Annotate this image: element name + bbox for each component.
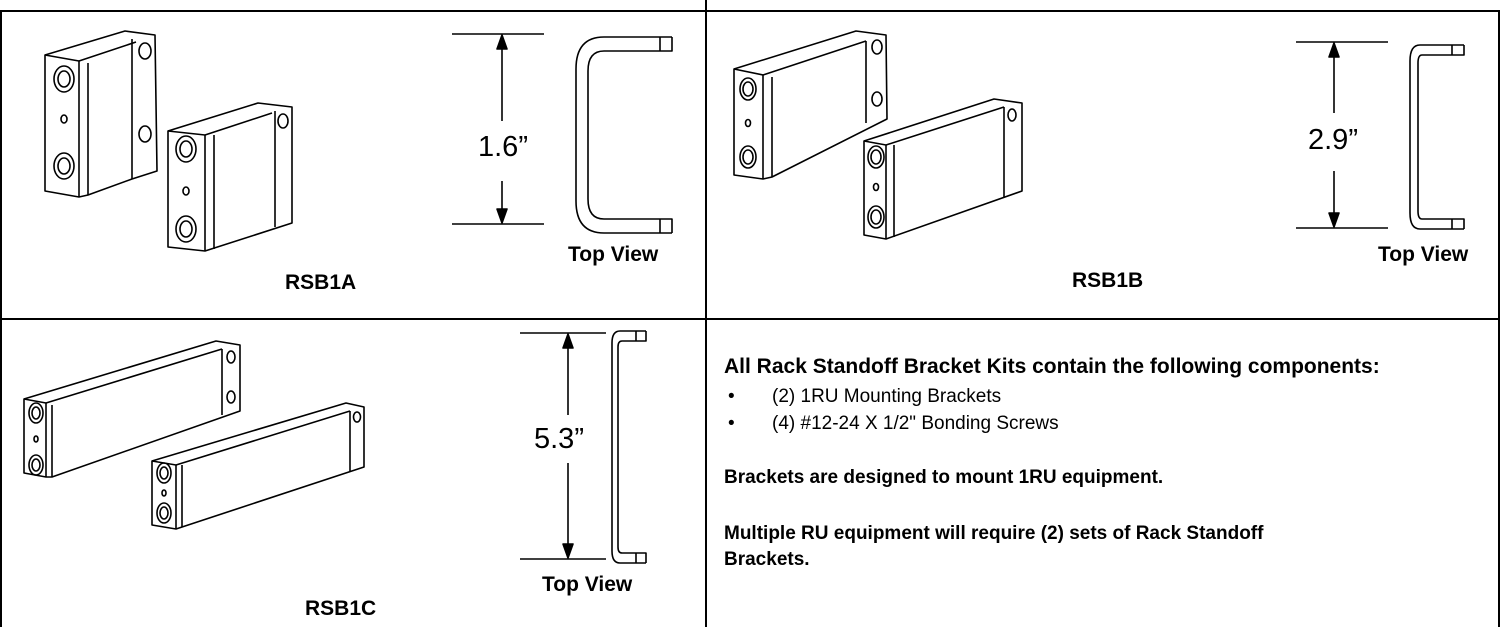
list-item: • (4) #12-24 X 1/2" Bonding Screws (724, 410, 1484, 437)
panel-rsb1c: 5.3” Top View RSB1C (0, 319, 706, 627)
list-item-text: (2) 1RU Mounting Brackets (772, 386, 1002, 407)
list-item-text: (4) #12-24 X 1/2" Bonding Screws (772, 413, 1059, 434)
components-list: • (2) 1RU Mounting Brackets • (4) #12-24 X… (724, 383, 1484, 437)
rsb1b-dimension: 2.9” (1308, 124, 1358, 156)
rsb1c-dimension: 5.3” (534, 423, 584, 455)
kit-contents-notes: All Rack Standoff Bracket Kits contain t… (724, 355, 1484, 571)
bullet: • (728, 413, 735, 434)
rsb1b-bracket-drawing (733, 30, 1465, 240)
list-item: • (2) 1RU Mounting Brackets (724, 383, 1484, 410)
notes-line-2b: Brackets. (724, 549, 810, 570)
rsb1a-label: RSB1A (285, 271, 357, 294)
rsb1a-dimension: 1.6” (478, 131, 528, 163)
panel-rsb1a: 1.6” Top View RSB1A (0, 11, 706, 319)
rsb1c-top-view-label: Top View (542, 573, 633, 596)
rsb1a-bracket-drawing (44, 30, 673, 252)
rsb1b-top-view-label: Top View (1378, 243, 1469, 266)
notes-heading: All Rack Standoff Bracket Kits contain t… (724, 355, 1380, 378)
rsb1c-bracket-drawing (23, 330, 647, 564)
rsb1b-label: RSB1B (1072, 269, 1144, 292)
panel-rsb1b: 2.9” Top View RSB1B (706, 11, 1499, 319)
bullet: • (728, 386, 735, 407)
notes-line-2a: Multiple RU equipment will require (2) s… (724, 523, 1264, 544)
rsb1c-label: RSB1C (305, 597, 377, 620)
notes-line-1: Brackets are designed to mount 1RU equip… (724, 467, 1164, 488)
rsb1a-top-view-label: Top View (568, 243, 659, 266)
